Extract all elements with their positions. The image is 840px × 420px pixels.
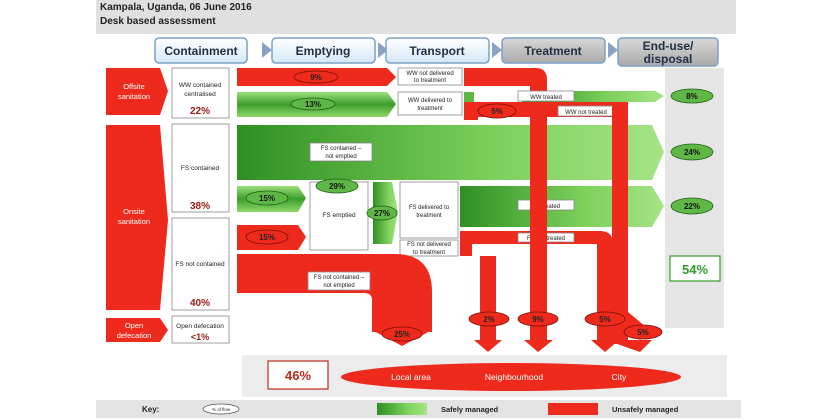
fs-not-contained-box [171,217,230,311]
fs-not-contained-flow-label-2: not emptied [323,283,354,289]
fs-emptied-flows: 15% 15% 29% FS emptied 27% FS delivered … [237,178,714,257]
ww-not-delivered-label-2: to treatment [414,78,446,84]
stage-enduse-label-1: End-use/ [643,39,694,53]
open-defecation-arrow [106,318,168,342]
header-location: Kampala, Uganda, 06 June 2016 [100,2,252,13]
onsite-sanitation-arrow [106,125,168,310]
header-band: Kampala, Uganda, 06 June 2016 Desk based… [96,0,736,34]
fs-not-delivered-label-2: to treatment [413,250,445,256]
stage-header-row: Containment Emptying Transport Treatment… [154,37,719,67]
exposure-ellipse [341,363,681,391]
ww-not-delivered-label-1: WW not delivered [406,71,453,77]
stage-transport-box [385,37,490,64]
stage-enduse-box [617,37,719,67]
fs-contained-box [171,123,230,213]
fs-emptied-pct: 29% [329,182,345,191]
fs-contained-pct: 38% [190,201,210,212]
legend-safe-label: Safely managed [441,405,499,414]
fs-not-contained-label: FS not contained [175,261,225,268]
ww-delivered-label-2: treatment [417,106,443,112]
fs-not-emptied-flow: FS contained – not emptied 24% [237,125,714,180]
stage-containment-label: Containment [164,44,237,58]
onsite-label-1: Onsite [123,207,145,216]
unsafely-total-box [267,360,329,390]
fs-not-delivered-label-1: FS not delivered [407,242,451,248]
exposure-neighbourhood: Neighbourhood [485,372,543,382]
safely-total-box [669,255,721,282]
fs-not-emptied-arrow [237,125,664,180]
ww-not-delivered-pct: 9% [310,73,322,82]
stage-enduse-label-2: disposal [644,52,693,66]
legend: Key: % of flow Safely managed Unsafely m… [96,400,741,418]
ww-delivered-label-1: WW delivered to [408,98,453,104]
stage-emptying-label: Emptying [296,44,351,58]
fs-not-emptied-enduse-pct: 24% [684,148,700,157]
fs-delivered-pct: 27% [374,209,390,218]
open-label-2: defecation [117,331,152,340]
offsite-sanitation-arrow [106,68,168,115]
ww-delivered-pct: 13% [305,100,321,109]
ww-not-treated-pct: 5% [491,107,503,116]
ww-centralised-pct: 22% [190,106,210,117]
stage-emptying-box [271,37,376,64]
drop-pct-4: 5% [637,328,649,337]
fs-not-contained-pct: 40% [190,298,210,309]
stage-containment-box [154,37,248,64]
ww-centralised-box [171,67,230,119]
fs-delivered-label-1: FS delivered to [409,205,450,211]
fs-unsafe-emptied-pct: 15% [259,233,275,242]
fs-not-contained-flow: FS not contained – not emptied 25% [237,254,432,346]
legend-flow-label: % of flow [212,407,231,412]
fs-not-contained-arrow [237,254,432,332]
open-defecation-pct: <1% [191,332,209,342]
safely-total-pct: 54% [682,262,708,277]
stage-transport-label: Transport [409,44,464,58]
stage-treatment-label: Treatment [524,44,581,58]
header-subtitle: Desk based assessment [100,16,216,27]
fs-contained-label: FS contained [181,165,220,172]
ww-flows: 9% WW not delivered to treatment 13% WW … [237,67,714,125]
legend-title: Key: [142,405,159,414]
containment-boxes: WW contained centralised 22% FS containe… [171,67,230,344]
ww-centralised-label-2: centralised [184,91,216,98]
fs-not-contained-flow-pct: 25% [394,330,410,339]
exposure-local-area: Local area [391,372,431,382]
ww-enduse-pct: 8% [686,92,698,101]
fs-treated-enduse-pct: 22% [684,202,700,211]
drop-pct-3: 5% [599,315,611,324]
ww-not-treated-label: WW not treated [565,110,607,116]
fs-not-contained-flow-label-1: FS not contained – [314,275,365,281]
fs-emptied-label: FS emptied [322,212,356,219]
offsite-label-1: Offsite [123,82,145,91]
legend-safe-swatch [377,403,427,415]
left-categories: Offsite sanitation Onsite sanitation Ope… [106,68,168,342]
drop-arrows: 2% 9% 5% 5% [468,102,663,352]
open-defecation-box [171,315,230,344]
stage-treatment-box [501,37,606,64]
fs-not-emptied-label-1: FS contained – [321,146,362,152]
open-defecation-label: Open defecation [176,323,224,330]
drop-pct-1: 2% [483,315,495,324]
offsite-label-2: sanitation [118,92,150,101]
fs-delivered-label-2: treatment [416,213,442,219]
open-label-1: Open [125,321,143,330]
fs-not-emptied-label-2: not emptied [325,154,356,160]
onsite-label-2: sanitation [118,217,150,226]
unsafely-total-pct: 46% [285,368,311,383]
ww-centralised-label-1: WW contained [179,82,222,89]
drop-pct-2: 9% [532,315,544,324]
ww-treated-label: WW treated [530,95,562,101]
legend-flow-sample [202,403,240,415]
legend-unsafe-label: Unsafely managed [612,405,679,414]
fs-safe-emptied-pct: 15% [259,194,275,203]
exposure-city: City [612,372,627,382]
legend-unsafe-swatch [548,403,598,415]
